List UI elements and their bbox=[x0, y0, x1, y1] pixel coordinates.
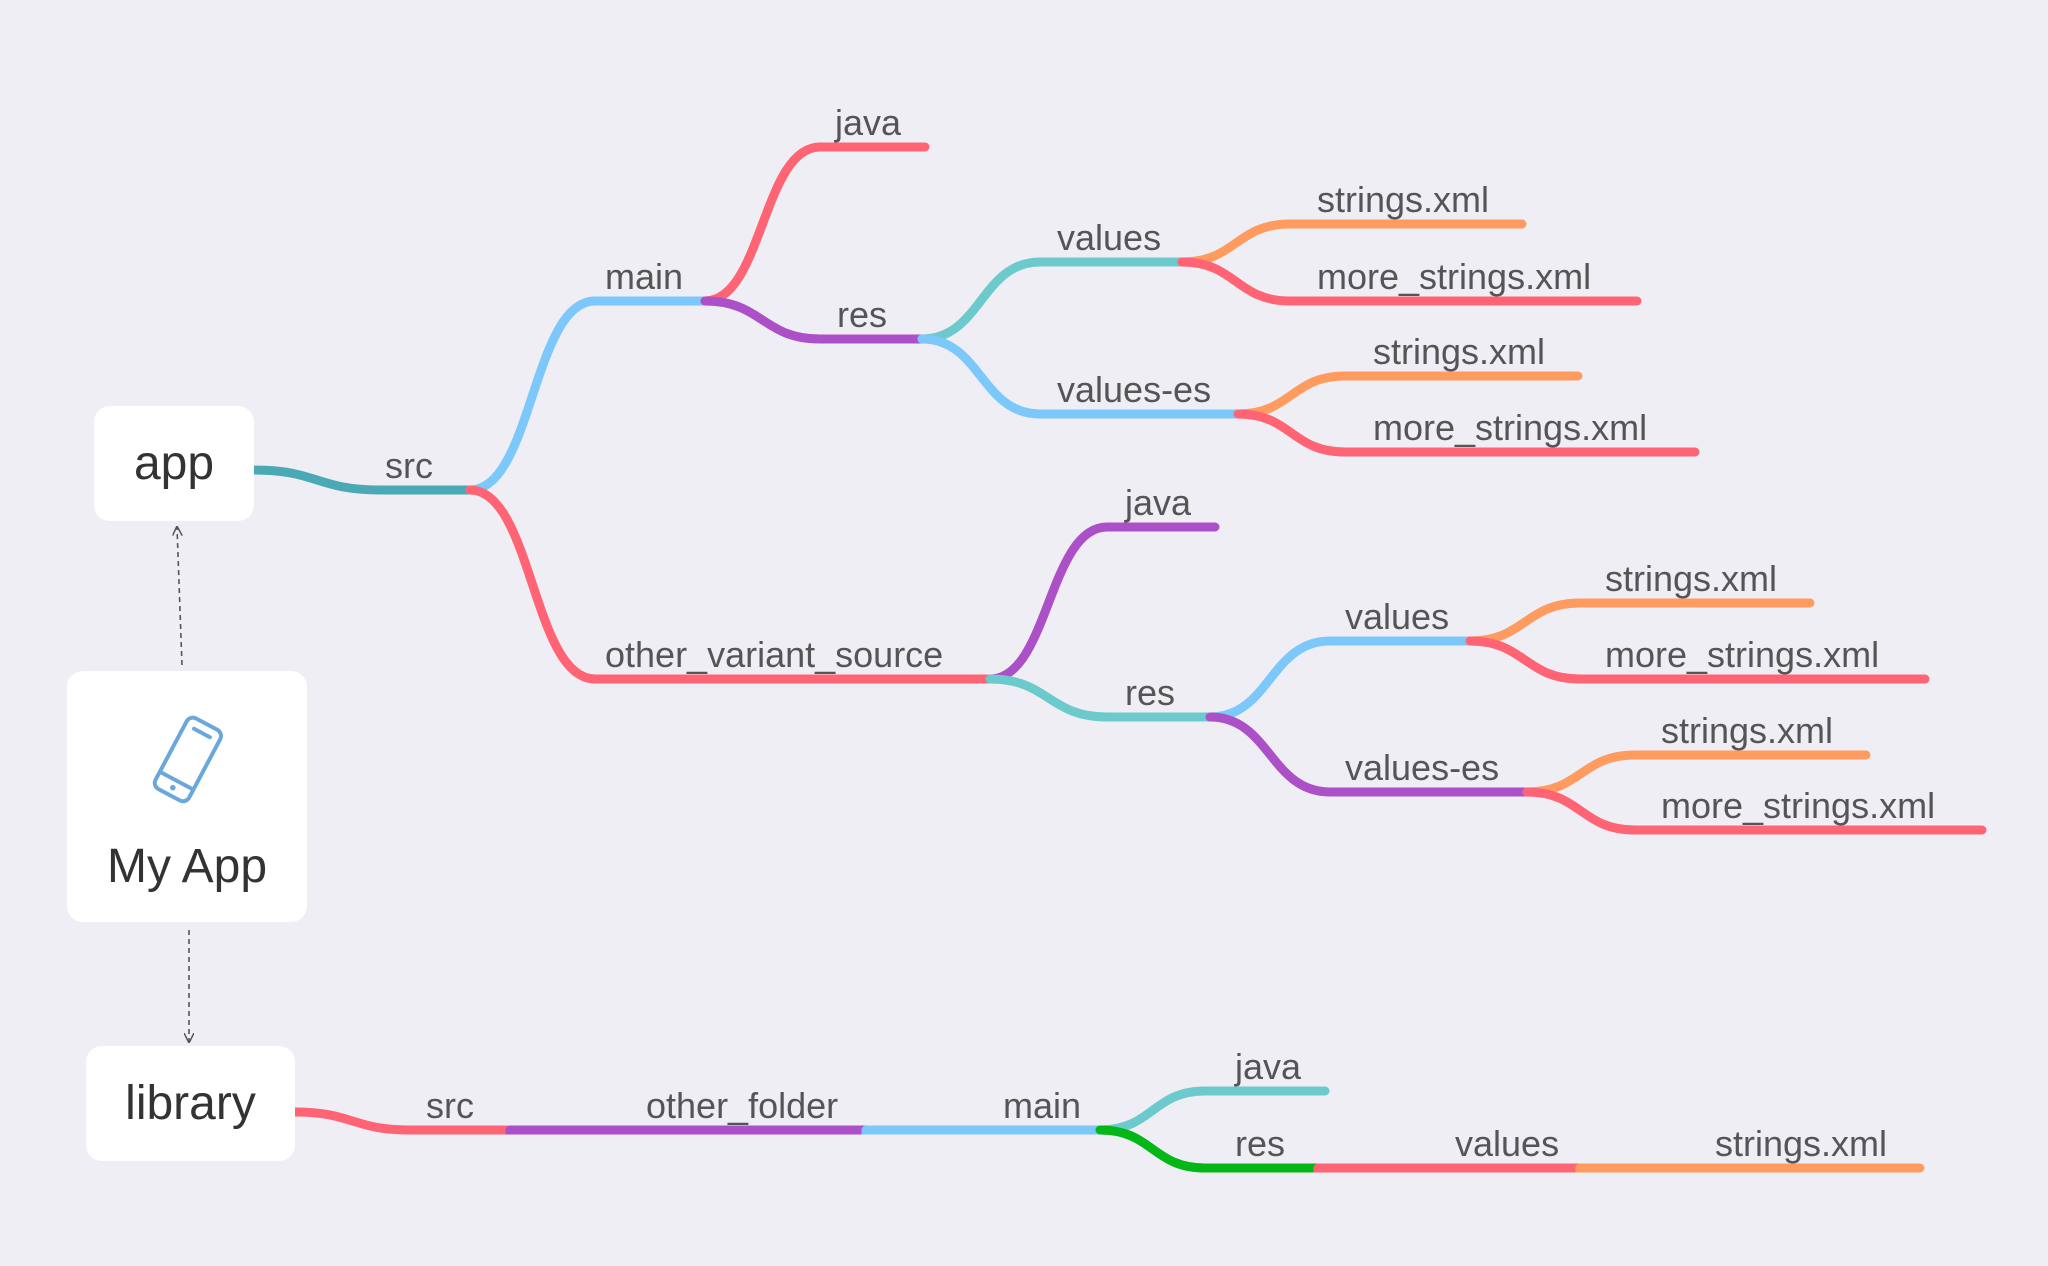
node-label-library-tree-children-0-children-0-children-0[interactable]: java bbox=[1234, 1046, 1302, 1087]
node-label-library-tree[interactable]: src bbox=[426, 1085, 474, 1126]
root-my-app-card[interactable]: My App bbox=[67, 671, 307, 922]
node-label-app-tree-children-0-children-1-children-1-children-0[interactable]: strings.xml bbox=[1373, 331, 1545, 372]
node-label-app-tree-children-0-children-1-children-1[interactable]: values-es bbox=[1057, 369, 1211, 410]
node-label-app-tree-children-1-children-1-children-1-children-1[interactable]: more_strings.xml bbox=[1661, 785, 1935, 826]
node-label-app-tree-children-0-children-1[interactable]: res bbox=[837, 294, 887, 335]
branch-library-tree-children-0-children-0-children-1 bbox=[1095, 1125, 1323, 1173]
branch-library-tree-children-0-children-0-children-0 bbox=[1095, 1086, 1330, 1135]
branch-app-tree-children-0-children-1-children-1 bbox=[917, 334, 1243, 419]
module-app-card[interactable]: app bbox=[94, 406, 254, 521]
node-label-library-tree-children-0[interactable]: other_folder bbox=[646, 1085, 838, 1126]
branch-app-tree-children-1 bbox=[465, 485, 995, 684]
node-label-app-tree-children-1-children-1-children-1-children-0[interactable]: strings.xml bbox=[1661, 710, 1833, 751]
node-label-app-tree-children-0-children-0[interactable]: java bbox=[834, 102, 902, 143]
module-library-card[interactable]: library bbox=[86, 1046, 295, 1161]
node-label-app-tree-children-1-children-1-children-0-children-0[interactable]: strings.xml bbox=[1605, 558, 1777, 599]
node-label-app-tree-children-0-children-1-children-0-children-0[interactable]: strings.xml bbox=[1317, 179, 1489, 220]
node-label-app-tree-children-1-children-1-children-0-children-1[interactable]: more_strings.xml bbox=[1605, 634, 1879, 675]
node-label-app-tree-children-1-children-1[interactable]: res bbox=[1125, 672, 1175, 713]
branch-app-tree-children-0-children-1-children-0 bbox=[917, 257, 1187, 344]
node-label-app-tree-children-0-children-1-children-0[interactable]: values bbox=[1057, 217, 1161, 258]
branch-app-tree-children-1-children-1-children-0 bbox=[1205, 636, 1475, 722]
branch-app-tree-children-1-children-1 bbox=[985, 674, 1215, 722]
mobile-phone-icon bbox=[144, 711, 230, 819]
node-label-library-tree-children-0-children-0-children-1[interactable]: res bbox=[1235, 1123, 1285, 1164]
root-title: My App bbox=[106, 840, 268, 893]
node-label-app-tree-children-1-children-1-children-1[interactable]: values-es bbox=[1345, 747, 1499, 788]
node-label-library-tree-children-0-children-0-children-1-children-0[interactable]: values bbox=[1455, 1123, 1559, 1164]
branch-app-tree-children-1-children-0 bbox=[985, 522, 1220, 684]
node-label-app-tree-children-0-children-1-children-0-children-1[interactable]: more_strings.xml bbox=[1317, 256, 1591, 297]
node-label-app-tree-children-1-children-0[interactable]: java bbox=[1124, 482, 1192, 523]
branch-library-tree bbox=[290, 1107, 515, 1135]
connector-myapp-to-app bbox=[177, 527, 183, 666]
node-label-app-tree-children-0[interactable]: main bbox=[605, 256, 683, 297]
node-label-app-tree-children-1-children-1-children-0[interactable]: values bbox=[1345, 596, 1449, 637]
branch-app-tree-children-0-children-1 bbox=[700, 296, 927, 344]
branch-app-tree bbox=[249, 465, 475, 495]
branch-app-tree-children-0 bbox=[465, 296, 710, 495]
branch-app-tree-children-0-children-0 bbox=[700, 142, 930, 306]
module-app-label: app bbox=[133, 437, 215, 490]
branch-app-tree-children-1-children-1-children-1-children-1 bbox=[1522, 787, 1987, 835]
branch-app-tree-children-0-children-1-children-1-children-1 bbox=[1233, 409, 1700, 457]
node-label-app-tree[interactable]: src bbox=[385, 445, 433, 486]
node-label-app-tree-children-1[interactable]: other_variant_source bbox=[605, 634, 943, 675]
branch-app-tree-children-1-children-1-children-1 bbox=[1205, 712, 1532, 797]
module-library-label: library bbox=[125, 1077, 256, 1130]
node-label-library-tree-children-0-children-0[interactable]: main bbox=[1003, 1085, 1081, 1126]
node-label-app-tree-children-0-children-1-children-1-children-1[interactable]: more_strings.xml bbox=[1373, 407, 1647, 448]
branch-app-tree-children-0-children-1-children-0-children-1 bbox=[1177, 257, 1642, 306]
node-label-library-tree-children-0-children-0-children-1-children-0-children-0[interactable]: strings.xml bbox=[1715, 1123, 1887, 1164]
branch-app-tree-children-1-children-1-children-0-children-1 bbox=[1465, 636, 1930, 684]
